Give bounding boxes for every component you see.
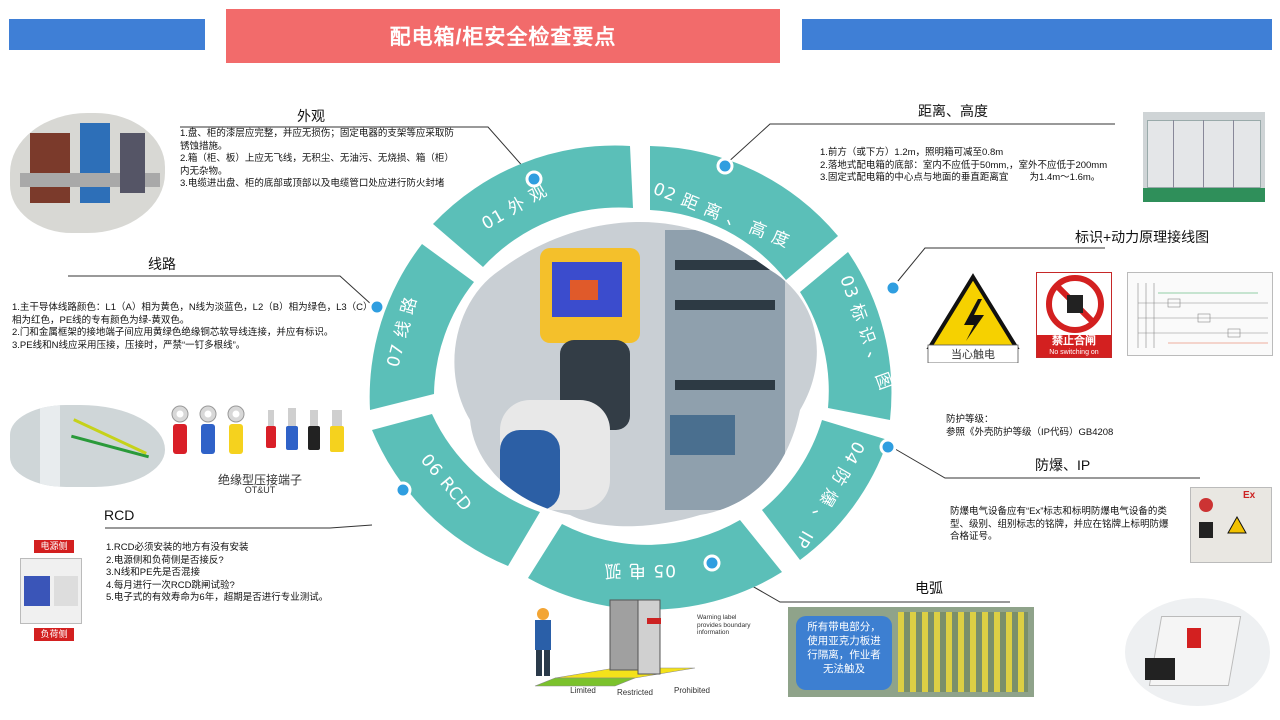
warning-sign — [926, 273, 1020, 363]
hand-icon — [1067, 295, 1083, 313]
title-banner: 配电箱/柜安全检查要点 — [226, 9, 780, 63]
ring-segment-03 — [800, 252, 892, 420]
arc-title: 电弧 — [915, 580, 943, 596]
ex-label: Ex — [1243, 490, 1256, 501]
ring-dot-06 — [394, 481, 412, 499]
distance-title: 距离、高度 — [918, 103, 988, 119]
ring-segment-04 — [762, 420, 888, 560]
ring-segment-01 — [433, 145, 633, 267]
ring-dot-05 — [703, 554, 721, 572]
header-bar-left — [9, 19, 205, 50]
rcd-text: 1.RCD必须安装的地方有没有安装 2.电源侧和负荷侧是否接反? 3.N线和PE… — [106, 542, 329, 603]
protection-text: 防护等级： 参照《外壳防护等级（IP代码）GB4208 — [946, 414, 1114, 438]
lightning-icon — [964, 299, 984, 341]
ring-segment-05 — [528, 520, 782, 610]
ring-segment-06 — [372, 414, 540, 566]
distance-text: 1.前方（或下方）1.2m，照明箱可减至0.8m 2.落地式配电箱的底部：室内不… — [820, 147, 1108, 183]
ban-sign: 禁止合闸 No switching on — [1036, 272, 1112, 358]
header-bar-right — [802, 19, 1272, 50]
terminal-caption-en: OT&UT — [244, 485, 276, 495]
page-title: 配电箱/柜安全检查要点 — [389, 26, 617, 49]
explosion-box-photo: Ex — [1190, 487, 1272, 563]
crimp-terminals-illustration — [171, 405, 344, 454]
wiring-text: 1.主干导体线路颜色：L1（A）相为黄色，N线为淡蓝色，L2（B）相为绿色，L3… — [12, 302, 368, 351]
rcd-load-tag: 负荷侧 — [34, 628, 74, 641]
appearance-title: 外观 — [297, 108, 325, 124]
center-photo — [454, 222, 817, 527]
ring-dot-02 — [716, 157, 734, 175]
arc-zone-prohibited: Prohibited — [673, 686, 711, 695]
rcd-photo: 电源侧 负荷侧 — [20, 540, 84, 642]
ring-segment-02 — [650, 146, 838, 280]
ring-dot-03 — [884, 279, 902, 297]
worker-helmet-icon — [537, 608, 549, 620]
ring-dot-07 — [368, 298, 386, 316]
appearance-photo — [10, 113, 165, 233]
ban-caption-en: No switching on — [1049, 349, 1099, 356]
ring-dot-01 — [525, 170, 543, 188]
rcd-title: RCD — [104, 507, 135, 523]
warning-caption: 当心触电 — [951, 349, 995, 361]
ban-caption: 禁止合闸 — [1052, 335, 1096, 347]
wiring-photo — [10, 405, 165, 487]
marking-title: 标识+动力原理接线图 — [1075, 229, 1210, 245]
ring-segment-07 — [369, 244, 474, 410]
appearance-text: 1.盘、柜的漆层应完整，并应无损伤；固定电器的支架等应采取防锈蚀措施。 2.箱（… — [180, 128, 454, 189]
wiring-title: 线路 — [148, 256, 176, 272]
terminal-caption: 绝缘型压接端子 — [217, 473, 302, 487]
arc-note: 所有带电部分，使用亚克力板进行隔离，作业者无法触及 — [796, 616, 892, 690]
rcd-source-tag: 电源侧 — [34, 540, 74, 553]
explosion-text: 防爆电气设备应有“Ex”标志和标明防爆电气设备的类型、级别、组别标志的铭牌，并应… — [950, 506, 1169, 542]
arc-boundary-illustration — [534, 599, 696, 687]
ring-dot-04 — [879, 438, 897, 456]
breaker-photo — [1125, 598, 1270, 706]
wiring-diagram — [1127, 272, 1273, 356]
arc-zone-limited: Limited — [570, 686, 596, 695]
ring-label-05: 05 电 弧 — [604, 560, 676, 580]
arc-zone-restricted: Restricted — [616, 688, 653, 697]
arc-warning-label: Warning label provides boundary informat… — [697, 614, 751, 636]
explosion-title: 防爆、IP — [1035, 457, 1091, 473]
distance-photo — [1143, 112, 1265, 202]
ban-caption-box: 禁止合闸 No switching on — [1037, 335, 1111, 357]
